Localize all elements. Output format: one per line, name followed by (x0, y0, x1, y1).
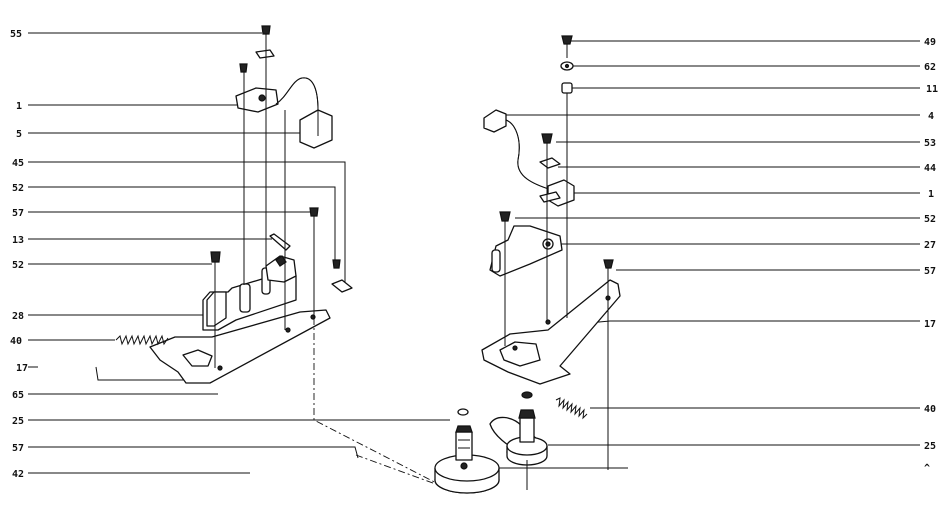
knob-25-right (489, 409, 548, 490)
callout-label-57: 57 (12, 208, 24, 219)
screw-49 (561, 35, 573, 58)
callout-label-4: 4 (928, 111, 934, 122)
switch-block-left (265, 255, 297, 283)
bottom-parts (313, 318, 588, 494)
knob-shaft-25-left (455, 425, 473, 461)
clip-45 (331, 259, 353, 293)
callout-label-65: 65 (12, 390, 24, 401)
callout-label-52r: 52 (924, 214, 936, 225)
callout-label-1: 1 (16, 101, 22, 112)
callout-label-44: 44 (924, 163, 936, 174)
callout-label-57r: 57 (924, 266, 936, 277)
right-callouts: 49 62 11 4 53 44 1 52 27 57 17 40 25 ^ (468, 37, 938, 474)
bracket-27 (489, 225, 563, 277)
callout-label-62: 62 (924, 62, 936, 73)
callout-label-40r: 40 (924, 404, 936, 415)
spring-40-left (115, 334, 169, 346)
callout-label-52b: 52 (12, 260, 24, 271)
base-plate-slot-right (499, 341, 541, 367)
callout-label-49: 49 (924, 37, 936, 48)
switch-bracket-1-left (235, 87, 279, 113)
callout-label-17r: 17 (924, 319, 936, 330)
washer-62 (560, 61, 574, 71)
callout-label-53: 53 (924, 138, 936, 149)
right-assembly (481, 35, 621, 470)
screw-55 (261, 25, 271, 46)
pin-13 (269, 233, 291, 251)
base-plate-right (481, 279, 621, 385)
knob-disc-42 (434, 454, 500, 494)
callout-label-1r: 1 (928, 189, 934, 200)
callout-label-13: 13 (12, 235, 24, 246)
callout-label-27: 27 (924, 240, 936, 251)
plug-5 (299, 109, 333, 149)
clip-44 (539, 157, 561, 169)
screw-52-right (499, 211, 511, 236)
callout-label-45: 45 (12, 158, 24, 169)
callout-label-57b: 57 (12, 443, 24, 454)
washer-left (457, 408, 469, 416)
continuation-mark: ^ (924, 463, 930, 474)
callout-label-25r: 25 (924, 441, 936, 452)
callout-label-42: 42 (12, 469, 24, 480)
callout-label-11: 11 (926, 84, 938, 95)
callout-label-5: 5 (16, 129, 22, 140)
callout-label-52: 52 (12, 183, 24, 194)
left-leader-lines (28, 32, 450, 474)
screw-52-left (210, 251, 221, 280)
right-leader-lines (468, 40, 920, 469)
callout-label-28: 28 (12, 311, 24, 322)
screw-53 (541, 133, 553, 160)
screw-57-right (603, 259, 614, 282)
connector-4 (483, 109, 507, 133)
callout-label-55: 55 (10, 29, 22, 40)
screw-1-left (239, 63, 248, 84)
base-plate-slot-left (182, 349, 213, 367)
nut-11 (561, 82, 573, 94)
washer-right (521, 391, 533, 399)
spring-40-right (555, 397, 588, 420)
base-plate-left (149, 309, 331, 384)
left-assembly (115, 25, 353, 384)
screw-57-left (309, 207, 319, 232)
left-callouts: 55 1 5 45 52 57 13 52 28 40 17 65 25 57 … (10, 29, 450, 480)
callout-label-25: 25 (12, 416, 24, 427)
callout-label-17: 17 (16, 363, 28, 374)
callout-label-40: 40 (10, 336, 22, 347)
